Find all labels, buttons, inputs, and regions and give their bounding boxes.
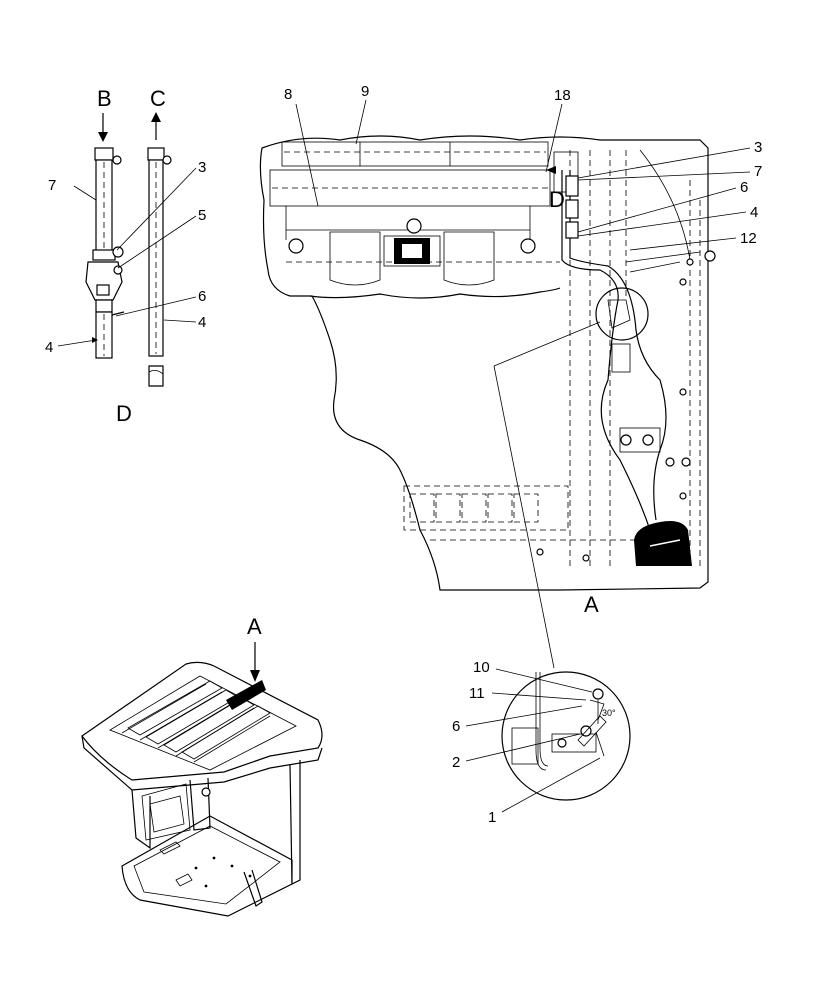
leader-6-z <box>465 705 583 727</box>
callout-7-a: 7 <box>754 163 762 180</box>
zoom-detail-circle <box>501 671 631 801</box>
callout-5: 5 <box>198 207 206 224</box>
leader-7 <box>73 185 97 201</box>
hose-c <box>147 147 172 387</box>
leader-8 <box>295 103 319 207</box>
callout-10: 10 <box>473 659 490 676</box>
view-label-c: C <box>150 86 166 111</box>
zoom-source-circle <box>595 287 649 341</box>
callout-12: 12 <box>740 230 757 247</box>
callout-4-left: 4 <box>45 339 53 356</box>
leader-11 <box>491 692 587 701</box>
callout-6: 6 <box>198 288 206 305</box>
view-label-d-in-a: D <box>549 187 565 212</box>
callout-11: 11 <box>469 685 485 702</box>
zoom-leader-1 <box>493 321 601 367</box>
leader-4-right <box>163 319 197 323</box>
cab-isometric: A <box>81 614 323 917</box>
callout-2: 2 <box>452 754 460 771</box>
leader-12 <box>629 237 737 251</box>
callout-9: 9 <box>361 83 369 100</box>
callout-8: 8 <box>284 86 292 103</box>
zoom-leader-2 <box>493 365 555 669</box>
view-label-a-arrow: A <box>247 614 262 639</box>
leader-6 <box>115 296 197 317</box>
leader-10 <box>495 668 593 693</box>
leader-4-a <box>577 211 747 237</box>
arrow-b-head <box>98 132 108 142</box>
leader-4-left <box>57 339 97 347</box>
callout-3-a: 3 <box>754 139 762 156</box>
callout-1: 1 <box>488 809 496 826</box>
callout-4-right: 4 <box>198 314 206 331</box>
view-label-b: B <box>97 86 112 111</box>
callout-4-a: 4 <box>750 204 758 221</box>
view-label-a: A <box>584 592 599 617</box>
roof-outline <box>259 135 709 591</box>
arrow-c-head <box>151 112 161 122</box>
leader-3 <box>116 167 197 251</box>
callout-3: 3 <box>198 159 206 176</box>
hose-b <box>85 147 125 359</box>
leader-6-a <box>577 187 737 233</box>
leader-18 <box>545 103 563 173</box>
callout-7: 7 <box>48 177 56 194</box>
callout-6-z: 6 <box>452 718 460 735</box>
leader-9 <box>355 99 367 145</box>
angle-label: 30° <box>602 708 616 718</box>
leader-5 <box>117 215 197 269</box>
detail-d-assembly: B C <box>45 86 206 426</box>
view-a-roof: 8 9 18 3 7 6 4 12 D A <box>259 83 762 669</box>
zoom-detail: 30° 10 11 6 2 1 <box>452 659 631 826</box>
callout-18: 18 <box>554 87 571 104</box>
callout-6-a: 6 <box>740 179 748 196</box>
leader-3-a <box>577 147 751 179</box>
leader-1 <box>501 757 601 813</box>
view-label-d: D <box>116 401 132 426</box>
leader-7-a <box>577 171 751 181</box>
leader-2 <box>465 733 581 762</box>
